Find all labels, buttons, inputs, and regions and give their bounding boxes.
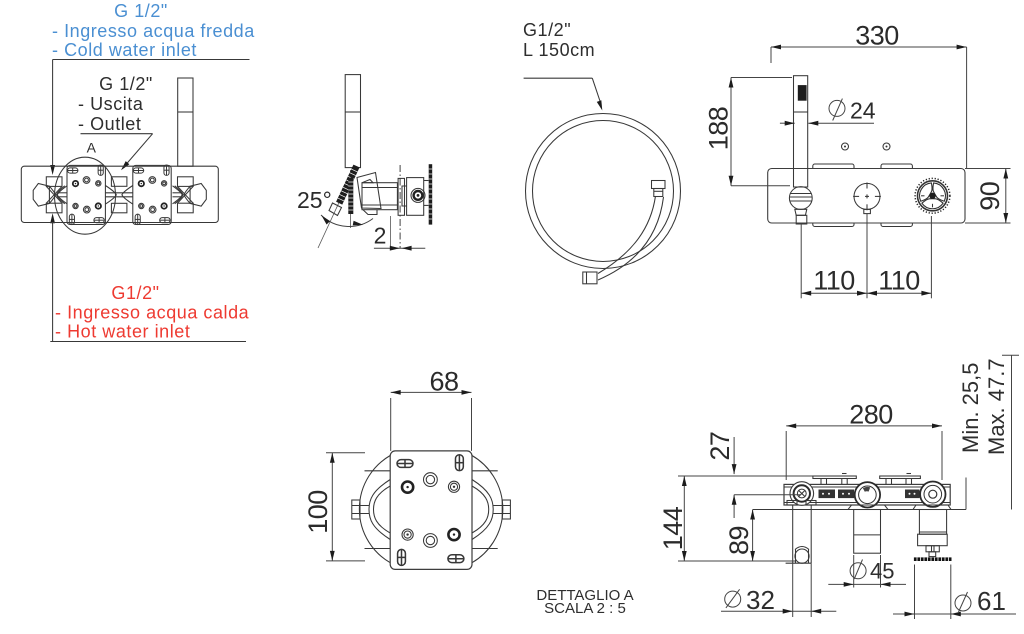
- svg-text:330: 330: [855, 21, 899, 51]
- svg-text:2: 2: [374, 223, 387, 249]
- svg-text:L 150cm: L 150cm: [523, 40, 595, 60]
- svg-text:144: 144: [658, 506, 688, 550]
- svg-text:- Ingresso acqua fredda: - Ingresso acqua fredda: [52, 21, 255, 41]
- svg-text:- Cold water inlet: - Cold water inlet: [52, 40, 197, 60]
- svg-text:24: 24: [850, 98, 876, 124]
- svg-text:110: 110: [813, 266, 855, 296]
- svg-text:A: A: [87, 140, 97, 156]
- svg-text:G 1/2": G 1/2": [114, 1, 168, 21]
- svg-text:- Hot water inlet: - Hot water inlet: [55, 322, 190, 342]
- svg-text:Min. 25,5: Min. 25,5: [958, 363, 983, 454]
- svg-text:25°: 25°: [297, 187, 332, 213]
- svg-text:27: 27: [705, 432, 735, 461]
- svg-text:DETTAGLIO A: DETTAGLIO A: [536, 587, 633, 604]
- svg-text:32: 32: [746, 585, 775, 615]
- svg-text:68: 68: [429, 367, 458, 397]
- svg-text:188: 188: [704, 107, 734, 151]
- svg-text:G1/2": G1/2": [111, 283, 159, 303]
- svg-text:89: 89: [724, 526, 754, 555]
- svg-text:110: 110: [878, 266, 920, 296]
- svg-text:61: 61: [977, 586, 1006, 616]
- svg-text:- Ingresso acqua calda: - Ingresso acqua calda: [55, 303, 250, 323]
- svg-text:- Uscita: - Uscita: [78, 94, 144, 114]
- svg-text:100: 100: [303, 490, 333, 534]
- svg-text:G 1/2": G 1/2": [99, 74, 153, 94]
- svg-text:G1/2": G1/2": [523, 20, 571, 40]
- svg-text:- Outlet: - Outlet: [78, 114, 141, 134]
- svg-text:90: 90: [975, 182, 1005, 211]
- svg-text:280: 280: [849, 400, 893, 430]
- svg-text:45: 45: [870, 559, 894, 584]
- svg-text:SCALA 2 : 5: SCALA 2 : 5: [544, 600, 626, 617]
- svg-text:Max. 47.7: Max. 47.7: [984, 358, 1009, 455]
